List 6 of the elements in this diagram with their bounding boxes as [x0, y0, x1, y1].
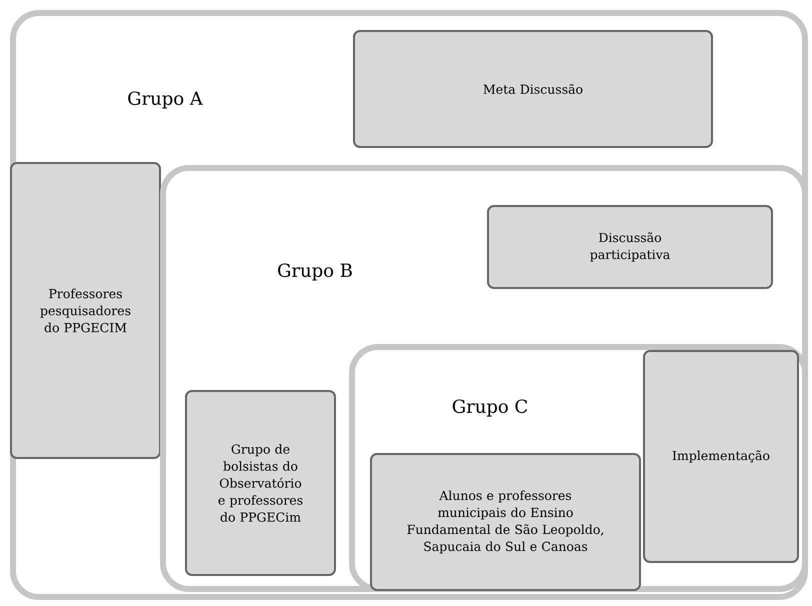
- text-box: Implementação: [643, 350, 799, 563]
- text-box: Grupo de bolsistas do Observatório e professores do PPGECim: [185, 390, 336, 576]
- text-box: Professores pesquisadores do PPGECIM: [10, 162, 161, 459]
- text-box: Alunos e professores municipais do Ensino Fundamental de São Leopoldo, Sapucaia do Sul e Canoas: [370, 453, 641, 591]
- text-box: Discussão participativa: [487, 205, 773, 289]
- text-box: Meta Discussão: [353, 30, 713, 148]
